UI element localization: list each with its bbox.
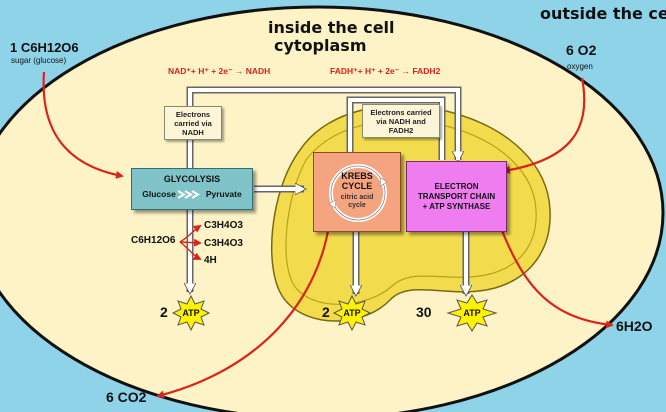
nadh-note: Electrons carried via NADH — [164, 106, 222, 140]
product-hydrogen: 4H — [204, 255, 217, 266]
cycle-arrows-icon — [328, 164, 388, 222]
cytoplasm-label: cytoplasm — [274, 36, 367, 55]
outside-cell-label: outside the cell — [540, 4, 666, 23]
product-arrow-1 — [179, 224, 202, 243]
fadh-equation: FADH⁺+ H⁺ + 2e⁻ → FADH2 — [330, 66, 441, 76]
krebs-sub-2: cycle — [348, 201, 366, 209]
glycolysis-input: Glucose — [142, 189, 176, 199]
atp-star-glycolysis: ATP — [171, 294, 211, 332]
glycolysis-title: GLYCOLYSIS — [163, 174, 221, 184]
oxygen-input-label: 6 O2 — [566, 42, 597, 58]
atp-label-krebs: ATP — [343, 308, 360, 318]
atp-label-etc: ATP — [463, 308, 480, 318]
krebs-title-2: CYCLE — [341, 180, 373, 191]
nadh-fadh-note-text: Electrons carried via NADH and FADH2 — [370, 107, 432, 135]
inside-cell-label: inside the cell — [268, 18, 395, 37]
chevron-arrows-icon — [177, 189, 200, 199]
glucose-formula: C6H12O6 — [131, 235, 176, 246]
etc-line-1: ELECTRON — [434, 181, 479, 191]
etc-line-3: + ATP SYNTHASE — [422, 201, 491, 211]
atp-count-krebs: 2 — [322, 304, 330, 320]
oxygen-name-label: oxygen — [567, 62, 593, 71]
electron-transport-chain-box: ELECTRON TRANSPORT CHAIN + ATP SYNTHASE — [406, 161, 507, 232]
etc-line-2: TRANSPORT CHAIN — [417, 191, 496, 201]
nadh-note-text: Electrons carried via NADH — [174, 109, 212, 137]
water-output-label: 6H2O — [616, 318, 653, 334]
atp-count-etc: 30 — [416, 304, 432, 320]
glucose-input-label: 1 C6H12O6 — [10, 40, 79, 55]
co2-arrow — [156, 217, 332, 399]
atp-star-krebs: ATP — [332, 294, 372, 332]
nadh-fadh-note: Electrons carried via NADH and FADH2 — [362, 104, 440, 138]
glycolysis-output: Pyruvate — [205, 189, 242, 199]
red-arrows — [42, 71, 614, 399]
atp-label-glycolysis: ATP — [182, 308, 199, 318]
product-pyruvate-2: C3H4O3 — [204, 238, 243, 249]
atp-star-etc: ATP — [446, 294, 498, 332]
glycolysis-box: GLYCOLYSIS Glucose Pyruvate — [131, 168, 253, 210]
krebs-sub-1: citric acid — [340, 193, 374, 201]
oxygen-arrow — [502, 77, 586, 174]
glucose-name-label: sugar (glucose) — [11, 56, 67, 65]
water-arrow — [494, 214, 614, 329]
atp-count-glycolysis: 2 — [160, 304, 168, 320]
product-arrow-2 — [179, 238, 202, 247]
co2-output-label: 6 CO2 — [106, 389, 147, 405]
glucose-arrow — [42, 71, 124, 179]
nadh-equation: NAD⁺+ H⁺ + 2e⁻ → NADH — [168, 66, 271, 76]
krebs-cycle-box: KREBS CYCLE citric acid cycle — [313, 152, 401, 232]
product-pyruvate-1: C3H4O3 — [204, 220, 243, 231]
product-arrow-3 — [179, 241, 202, 260]
krebs-title-1: KREBS — [341, 170, 373, 181]
